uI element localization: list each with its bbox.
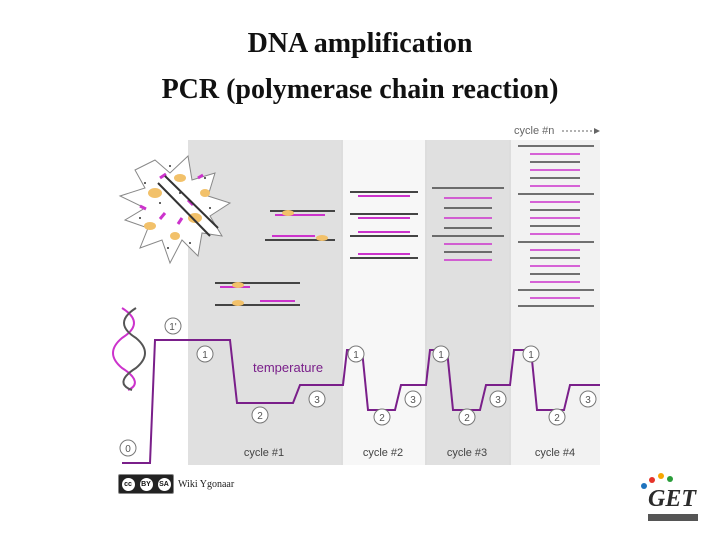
step-label-1-c2: 1 <box>353 350 359 361</box>
cc-license-badge: cc BY SA <box>118 474 174 494</box>
sa-icon: SA <box>157 477 171 491</box>
image-credit: cc BY SA Wiki Ygonaar <box>118 473 234 495</box>
step-label-1-c1: 1 <box>202 350 208 361</box>
step-label-3-c4: 3 <box>585 395 591 406</box>
cycle-label-4: cycle #4 <box>535 447 575 459</box>
title-line-1: DNA amplification <box>247 28 473 59</box>
step-label-0: 0 <box>125 444 131 455</box>
temperature-label: temperature <box>253 360 323 375</box>
step-label-2-c4: 2 <box>554 413 560 424</box>
step-circle-1prime <box>164 317 182 335</box>
cycle-3-strands <box>432 187 504 261</box>
get-logo: GET <box>641 473 698 521</box>
step-label-3-c3: 3 <box>495 395 501 406</box>
step-label-2-c1: 2 <box>257 411 263 422</box>
step-label-1-c4: 1 <box>528 350 534 361</box>
step-label-3-c2: 3 <box>410 395 416 406</box>
step-label-2-c3: 2 <box>464 413 470 424</box>
step-label-1-c3: 1 <box>438 350 444 361</box>
cycle-label-2: cycle #2 <box>363 447 403 459</box>
logo-text: GET <box>648 486 697 512</box>
cycle-label-3: cycle #3 <box>447 447 487 459</box>
cycle-n-label: cycle #n <box>514 125 554 137</box>
arrow-right-icon <box>594 128 600 134</box>
pcr-diagram: cycle #n <box>112 125 600 465</box>
reaction-mix-burst <box>118 154 232 265</box>
by-icon: BY <box>139 477 153 491</box>
cycle-1-strands <box>215 210 335 306</box>
title-line-2: PCR (polymerase chain reaction) <box>161 74 559 105</box>
cycle-4-strands <box>518 145 594 307</box>
step-label-1prime: 1' <box>169 322 177 333</box>
step-circle-0 <box>119 439 137 457</box>
step-label-2-c2: 2 <box>379 413 385 424</box>
credit-text: Wiki Ygonaar <box>178 478 235 490</box>
cycle-label-1: cycle #1 <box>244 447 284 459</box>
cc-icon: cc <box>121 477 135 491</box>
step-label-3-c1: 3 <box>314 395 320 406</box>
temperature-profile <box>122 339 600 464</box>
dna-helix-icon <box>112 307 146 391</box>
cycle-2-strands <box>350 191 418 259</box>
